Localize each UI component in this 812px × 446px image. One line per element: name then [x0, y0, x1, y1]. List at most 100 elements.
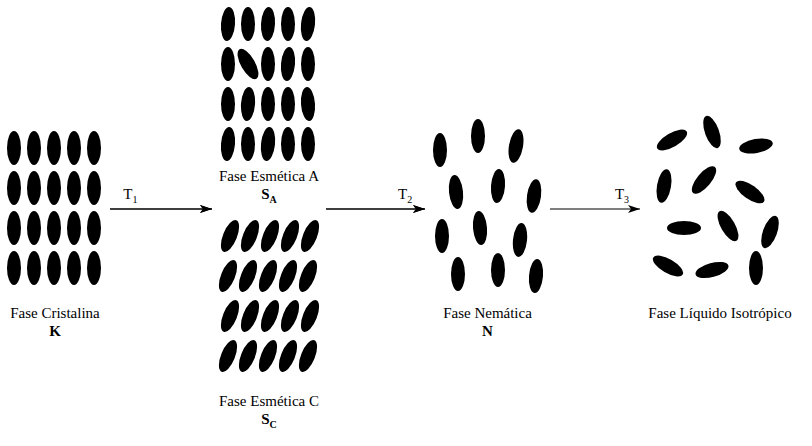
phase-symbol: SA — [261, 185, 277, 205]
molecule-ellipse — [7, 251, 21, 285]
molecule-ellipse — [215, 258, 241, 295]
subscript: 3 — [624, 194, 629, 205]
molecule-ellipse — [217, 218, 243, 255]
molecule-ellipse — [281, 127, 295, 161]
molecule-ellipse — [301, 127, 315, 161]
molecule-ellipse — [67, 251, 81, 285]
molecule-ellipse — [87, 211, 101, 245]
molecule-ellipse — [235, 338, 261, 375]
molecule-ellipse — [241, 127, 255, 161]
molecule-ellipse — [47, 251, 61, 285]
molecule-ellipse — [299, 6, 316, 41]
phase-node: Fase Esmética ASA — [212, 0, 326, 205]
crystal-molecules — [7, 131, 101, 285]
molecule-ellipse — [67, 171, 81, 205]
molecule-ellipse — [433, 133, 447, 167]
molecule-ellipse — [47, 171, 61, 205]
molecule-ellipse — [713, 208, 742, 244]
molecule-ellipse — [221, 87, 235, 121]
molecule-ellipse — [237, 298, 263, 335]
molecule-ellipse — [220, 7, 236, 42]
molecule-ellipse — [47, 131, 61, 165]
molecule-ellipse — [7, 131, 21, 165]
molecule-ellipse — [295, 338, 321, 375]
molecule-ellipse — [491, 253, 505, 287]
molecule-ellipse — [277, 298, 303, 335]
subscript: 2 — [407, 194, 412, 205]
molecule-ellipse — [261, 47, 275, 81]
molecule-ellipse — [87, 171, 101, 205]
molecule-ellipse — [490, 169, 506, 204]
phase-symbol: K — [49, 322, 61, 340]
subscript: C — [270, 419, 277, 430]
molecule-ellipse — [435, 219, 449, 253]
molecule-ellipse — [447, 174, 464, 209]
molecule-ellipse — [700, 114, 725, 151]
molecule-ellipse — [241, 7, 255, 41]
molecule-ellipse — [275, 258, 301, 295]
phase-name: Fase Líquido Isotrópico — [648, 304, 791, 322]
molecule-ellipse — [257, 298, 283, 335]
molecule-ellipse — [732, 177, 768, 208]
phase-node: Fase Líquido Isotrópico — [640, 110, 800, 322]
molecule-ellipse — [257, 218, 283, 255]
molecule-ellipse — [506, 128, 526, 164]
molecule-ellipse — [694, 259, 730, 281]
molecule-ellipse — [300, 87, 316, 122]
molecule-ellipse — [511, 222, 528, 257]
molecule-ellipse — [47, 211, 61, 245]
transition-arrow — [110, 208, 212, 209]
phase-name: Fase Esmética C — [219, 392, 319, 410]
molecule-ellipse — [688, 162, 721, 197]
molecule-ellipse — [280, 46, 297, 81]
phase-symbol: SC — [261, 410, 277, 430]
molecule-ellipse — [255, 338, 281, 375]
molecule-ellipse — [237, 218, 263, 255]
molecule-ellipse — [654, 168, 674, 204]
molecule-ellipse — [221, 47, 235, 81]
phase-node: Fase NemáticaN — [425, 120, 550, 340]
molecule-ellipse — [277, 218, 303, 255]
molecule-ellipse — [297, 218, 323, 255]
molecule-ellipse — [255, 258, 281, 295]
molecule-ellipse — [27, 171, 41, 205]
transition-arrow — [110, 208, 212, 209]
molecule-ellipse — [749, 251, 763, 285]
molecule-ellipse — [528, 258, 545, 293]
molecule-ellipse — [27, 251, 41, 285]
molecule-ellipse — [87, 131, 101, 165]
molecule-ellipse — [451, 257, 465, 291]
subscript: A — [270, 194, 277, 205]
molecule-ellipse — [281, 87, 295, 121]
phase-name: Fase Esmética A — [219, 167, 319, 185]
molecule-ellipse — [525, 178, 544, 214]
molecule-ellipse — [275, 338, 301, 375]
molecule-ellipse — [472, 210, 489, 245]
temperature-label: T1 — [122, 185, 138, 205]
phase-name: Fase Nemática — [443, 304, 532, 322]
molecule-ellipse — [295, 258, 321, 295]
molecule-ellipse — [650, 251, 686, 280]
molecule-ellipse — [7, 171, 21, 205]
temperature-label: T3 — [614, 185, 630, 205]
molecule-ellipse — [235, 258, 261, 295]
nematic-molecules — [433, 119, 544, 294]
transition-arrow — [326, 208, 425, 209]
molecule-ellipse — [297, 298, 323, 335]
molecule-ellipse — [301, 47, 315, 81]
molecule-ellipse — [67, 131, 81, 165]
phase-node: Fase CristalinaK — [0, 120, 110, 340]
molecule-ellipse — [217, 298, 243, 335]
molecule-ellipse — [233, 46, 262, 82]
molecule-ellipse — [654, 125, 690, 154]
phase-node: Fase Esmética CSC — [212, 214, 326, 430]
molecule-ellipse — [259, 126, 276, 161]
transition-arrow — [326, 208, 425, 209]
isotropic-molecules — [650, 114, 783, 285]
temperature-label: T2 — [397, 185, 413, 205]
molecule-ellipse — [758, 214, 783, 251]
phase-name: Fase Cristalina — [10, 304, 100, 322]
